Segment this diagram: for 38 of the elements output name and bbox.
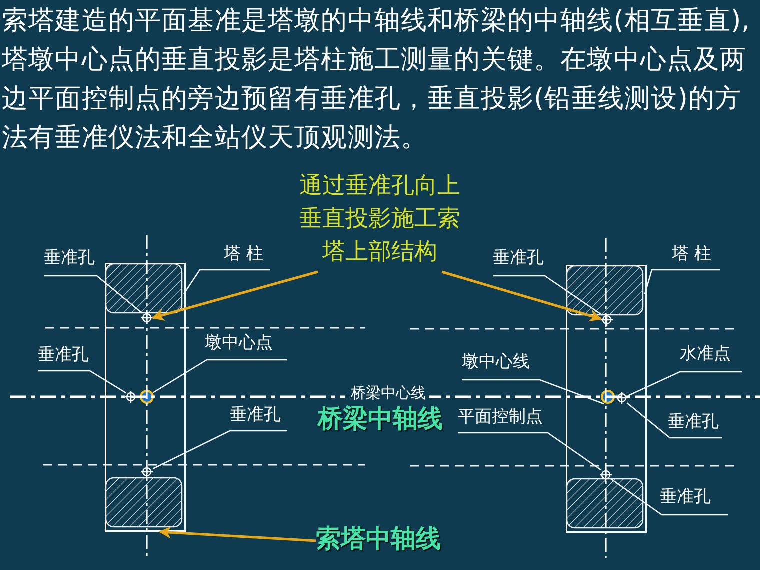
leader-line xyxy=(462,379,604,405)
part-label: 垂准孔 xyxy=(230,404,287,431)
arrow xyxy=(442,270,602,322)
part-label: 平面控制点 xyxy=(458,406,550,433)
arrow xyxy=(158,526,316,542)
plumb-hole-marker xyxy=(141,312,153,324)
leader-line xyxy=(38,370,126,394)
axis-label: 桥梁中心线 xyxy=(348,384,429,403)
leader-line xyxy=(152,359,287,394)
leader-line xyxy=(610,478,728,516)
part-label: 垂准孔 xyxy=(493,247,548,276)
plumb-hole-marker xyxy=(141,466,153,478)
part-label: 垂准孔 xyxy=(38,344,92,371)
plumb-hole-marker xyxy=(616,392,628,404)
part-label: 垂准孔 xyxy=(668,411,722,438)
annotation-text: 通过垂准孔向上垂直投影施工索塔上部结构 xyxy=(288,170,472,272)
leader-line xyxy=(493,275,602,316)
part-label: 垂准孔 xyxy=(660,486,728,515)
part-label: 垂准孔 xyxy=(44,247,98,276)
arrow xyxy=(152,270,318,321)
intro-paragraph: 索塔建造的平面基准是塔墩的中轴线和桥梁的中轴线(相互垂直),塔墩中心点的垂直投影是塔柱施工测量的关键。在墩中心点及两边平面控制点的旁边预留有垂准孔，垂直投影(铅垂线测设)的方法有垂准仪法和全站仪天顶观测法。 xyxy=(2,5,752,155)
leader-line xyxy=(44,275,142,314)
part-label: 塔 柱 xyxy=(224,243,270,270)
axis-label: 桥梁中轴线 xyxy=(318,403,443,435)
leader-line xyxy=(644,269,720,294)
part-label: 墩中心点 xyxy=(205,332,287,360)
plumb-hole-marker xyxy=(600,469,612,481)
part-label: 水准点 xyxy=(680,343,742,372)
plumb-hole-marker xyxy=(601,314,613,326)
leader-line xyxy=(458,432,602,471)
part-label: 塔 柱 xyxy=(672,243,720,270)
axis-label: 索塔中轴线 xyxy=(316,522,450,558)
leader-line xyxy=(152,430,287,470)
plumb-hole-marker xyxy=(125,391,137,403)
leader-line xyxy=(626,402,722,439)
part-label: 墩中心线 xyxy=(462,351,542,380)
leader-line xyxy=(183,269,270,294)
leader-line xyxy=(628,371,742,397)
